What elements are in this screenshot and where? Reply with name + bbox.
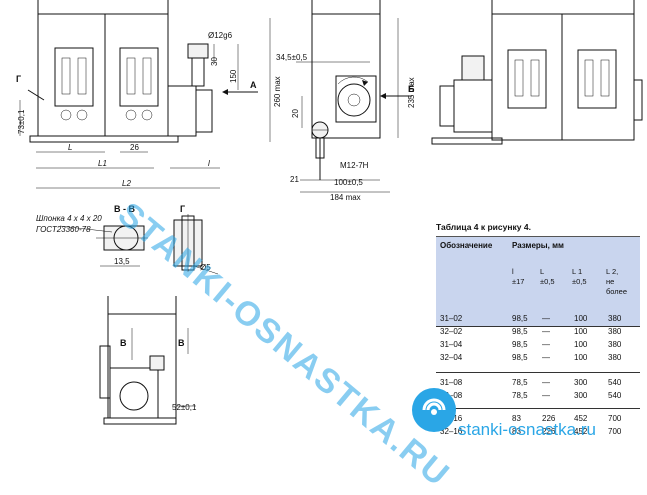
arrow-b-label: Б — [408, 84, 415, 94]
dim-13: 13,5 — [114, 257, 130, 266]
cell-value: — — [542, 353, 550, 362]
bottom-view: В В 52±0,1 — [99, 296, 197, 425]
cell-value: — — [542, 340, 550, 349]
cell-value: 380 — [608, 327, 622, 336]
cell-value: 78,5 — [512, 378, 528, 387]
cell-value: 700 — [608, 414, 622, 423]
sub-l: l ±17 — [512, 267, 525, 286]
table-header: Обозначение Размеры, мм l ±17 L ±0,5 L 1… — [436, 236, 640, 327]
dim-150: 150 — [229, 69, 238, 83]
section-g-label: Г — [180, 204, 185, 214]
cell-value: 100 — [574, 353, 588, 362]
cell-value: — — [542, 314, 550, 323]
row-separator — [436, 408, 640, 409]
dim-thread: M12-7H — [340, 161, 369, 170]
arrow-a-label: А — [250, 80, 257, 90]
cell-designation: 32–02 — [440, 327, 463, 336]
dimensions-table: Таблица 4 к рисунку 4. Обозначение Разме… — [436, 222, 640, 448]
table-row: 32–16 83 226 452 700 — [436, 427, 640, 439]
row-separator — [436, 326, 640, 327]
cell-designation: 31–02 — [440, 314, 463, 323]
technical-drawing: Ø12g6 30 150 260 max А Г 73±0,1 L 26 L1 … — [16, 0, 643, 425]
table-row: 32–04 98,5 — 100 380 — [436, 353, 640, 365]
row-separator — [436, 372, 640, 373]
dim-5: Ø5 — [200, 263, 211, 272]
sub-L2: L 2, не более — [606, 267, 628, 296]
cell-value: 98,5 — [512, 327, 528, 336]
cell-designation: 32–08 — [440, 391, 463, 400]
sub-L: L ±0,5 — [540, 267, 555, 286]
cell-value: 300 — [574, 378, 588, 387]
cell-value: 98,5 — [512, 314, 528, 323]
rear-view — [431, 0, 643, 145]
cell-value: 100 — [574, 327, 588, 336]
key-standard: ГОСТ23360-78 — [36, 225, 91, 234]
cell-value: — — [542, 391, 550, 400]
cell-value: 98,5 — [512, 340, 528, 349]
cell-designation: 31–08 — [440, 378, 463, 387]
cell-value: 226 — [542, 427, 556, 436]
cell-value: 83 — [512, 427, 521, 436]
cell-value: 452 — [574, 427, 588, 436]
cell-value: 380 — [608, 353, 622, 362]
table-row: 32–02 98,5 — 100 380 — [436, 327, 640, 339]
dim-30: 30 — [210, 57, 219, 66]
dim-21: 21 — [290, 175, 299, 184]
cell-value: 100 — [574, 314, 588, 323]
table-row: 31–02 98,5 — 100 380 — [436, 314, 640, 326]
table-row: 32–08 78,5 — 300 540 — [436, 391, 640, 403]
cell-value: 300 — [574, 391, 588, 400]
cell-value: 98,5 — [512, 353, 528, 362]
arrow-v-label-1: В — [120, 338, 127, 348]
cell-value: 700 — [608, 427, 622, 436]
table-row: 31–08 78,5 — 300 540 — [436, 378, 640, 390]
cell-value: 78,5 — [512, 391, 528, 400]
cell-value: 100 — [574, 340, 588, 349]
dim-shaft-dia: Ø12g6 — [208, 31, 233, 40]
cell-designation: 32–04 — [440, 353, 463, 362]
dim-34: 34,5±0,5 — [276, 53, 308, 62]
dim-26: 26 — [130, 143, 139, 152]
section-vv-label: В - В — [114, 204, 135, 214]
cell-value: 226 — [542, 414, 556, 423]
cell-designation: 32–16 — [440, 427, 463, 436]
table-title: Таблица 4 к рисунку 4. — [436, 222, 531, 232]
watermark-logo-icon — [412, 388, 456, 432]
section-g: Г Ø5 — [173, 204, 219, 275]
cell-value: 380 — [608, 340, 622, 349]
col-dims: Размеры, мм — [512, 241, 564, 250]
arrow-g-label: Г — [16, 74, 21, 84]
cell-value: 380 — [608, 314, 622, 323]
dim-20: 20 — [291, 109, 300, 118]
dim-l2: L2 — [122, 179, 131, 188]
sub-L1: L 1 ±0,5 — [572, 267, 587, 286]
dim-l-small: l — [208, 159, 210, 168]
section-vv: В - В Шпонка 4 х 4 х 20 ГОСТ23360-78 13,… — [36, 204, 148, 267]
dim-235: 235 max — [407, 77, 416, 108]
col-designation: Обозначение — [440, 241, 493, 250]
cell-value: 83 — [512, 414, 521, 423]
dim-260: 260 max — [273, 76, 282, 107]
cell-value: 452 — [574, 414, 588, 423]
cell-value: — — [542, 327, 550, 336]
dim-l1: L1 — [98, 159, 107, 168]
cell-designation: 31–04 — [440, 340, 463, 349]
watermark-url: stanki-osnastka.ru — [458, 420, 596, 439]
dim-73: 73±0,1 — [17, 109, 26, 134]
cell-value: 540 — [608, 391, 622, 400]
side-view: 34,5±0,5 20 235 max M12-7H 21 100±0,5 18… — [276, 0, 416, 202]
front-view: Ø12g6 30 150 260 max А Г 73±0,1 L 26 L1 … — [16, 0, 282, 189]
arrow-v-label-2: В — [178, 338, 185, 348]
dim-52: 52±0,1 — [172, 403, 197, 412]
key-note: Шпонка 4 х 4 х 20 — [36, 214, 102, 223]
table-row: 31–04 98,5 — 100 380 — [436, 340, 640, 352]
dim-l: L — [68, 143, 72, 152]
cell-value: 540 — [608, 378, 622, 387]
cell-value: — — [542, 378, 550, 387]
dim-184: 184 max — [330, 193, 361, 202]
dim-100: 100±0,5 — [334, 178, 363, 187]
